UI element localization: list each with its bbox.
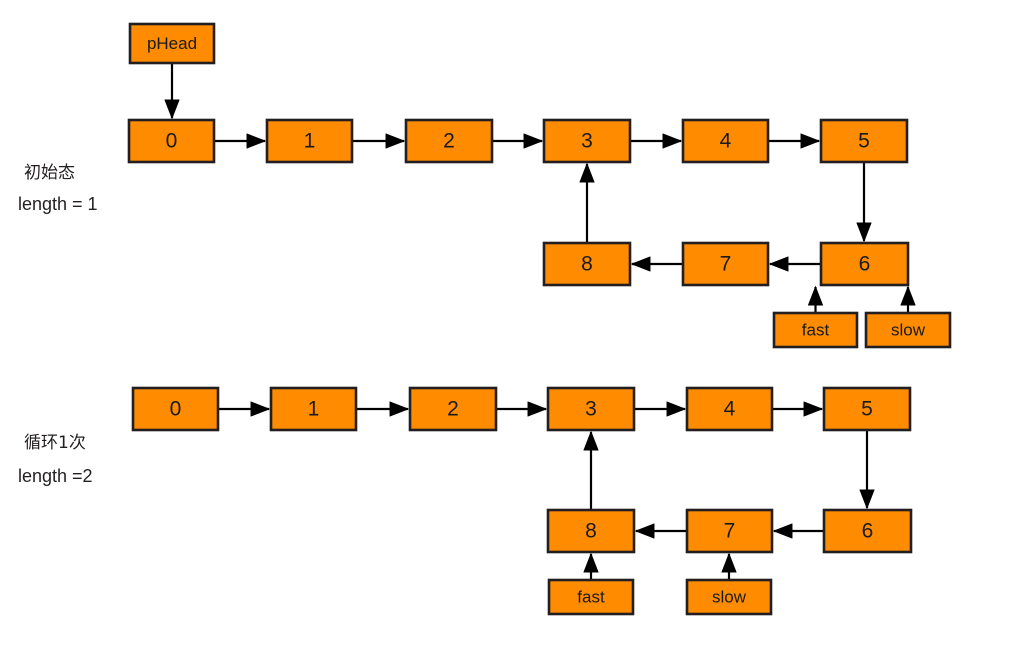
after-one-loop-node-5-box [822, 386, 912, 432]
after-one-loop-pointer-fast-label: fast [577, 587, 605, 606]
initial-state-node-7-label: 7 [720, 253, 732, 276]
initial-state-node-4-box [681, 118, 770, 164]
initial-state-node-5-label: 5 [858, 130, 870, 153]
initial-state-node-6-box [819, 241, 910, 287]
caption-initial-state-length: length = 1 [18, 194, 98, 214]
initial-state-node-2-label: 2 [443, 130, 455, 153]
after-one-loop-node-1-box [269, 386, 358, 432]
caption-loop-once-cn: 循环1次 [24, 433, 86, 453]
initial-state-pointer-slow-label: slow [891, 320, 926, 339]
initial-state-node-1-label: 1 [304, 130, 316, 153]
after-one-loop-node-2-box [408, 386, 498, 432]
after-one-loop-node-8-box [546, 508, 636, 554]
after-one-loop-node-7-label: 7 [724, 520, 736, 543]
initial-state-node-7-box [681, 241, 770, 287]
after-one-loop-node-6-label: 6 [862, 520, 874, 543]
after-one-loop-pointer-fast-box [547, 578, 635, 616]
initial-state-node-0-box [127, 118, 216, 164]
after-one-loop-node-0-label: 0 [170, 398, 182, 421]
caption-initial-state-cn: 初始态 [24, 163, 75, 183]
after-one-loop-node-5-label: 5 [861, 398, 873, 421]
initial-state-node-4-label: 4 [720, 130, 732, 153]
after-one-loop-pointer-slow-label: slow [712, 587, 747, 606]
captions-layer: 初始态 length = 1 循环1次 length =2 [18, 163, 98, 486]
initial-state-node-3-box [542, 118, 632, 164]
after-one-loop-node-6-box [822, 508, 913, 554]
after-one-loop-node-7-box [685, 508, 774, 554]
initial-state-node-5-box [819, 118, 909, 164]
after-one-loop-node-4-label: 4 [724, 398, 736, 421]
edges-layer [164, 63, 916, 580]
initial-state-pointer-phead-label: pHead [147, 34, 197, 53]
after-one-loop-pointer-slow-box [685, 578, 773, 616]
initial-state-node-8-label: 8 [581, 253, 593, 276]
initial-state-pointer-fast-box [772, 311, 859, 349]
after-one-loop-node-4-box [685, 386, 774, 432]
initial-state-node-0-label: 0 [166, 130, 178, 153]
initial-state-pointer-slow-box [864, 311, 952, 349]
after-one-loop-node-8-label: 8 [585, 520, 597, 543]
initial-state-node-8-box [542, 241, 632, 287]
initial-state-node-2-box [404, 118, 494, 164]
initial-state-node-6-label: 6 [859, 253, 871, 276]
after-one-loop-node-3-box [546, 386, 636, 432]
nodes-layer: pHead fast slow 0 1 2 3 4 5 6 7 8 fast slow 0 1 2 3 4 5 6 7 8 [127, 22, 952, 616]
after-one-loop-node-0-box [131, 386, 220, 432]
after-one-loop-node-2-label: 2 [447, 398, 459, 421]
caption-loop-once-length: length =2 [18, 466, 93, 486]
initial-state-pointer-phead-box [128, 22, 216, 65]
initial-state-node-1-box [265, 118, 354, 164]
after-one-loop-node-3-label: 3 [585, 398, 597, 421]
after-one-loop-node-1-label: 1 [308, 398, 320, 421]
initial-state-node-3-label: 3 [581, 130, 593, 153]
initial-state-pointer-fast-label: fast [802, 320, 830, 339]
